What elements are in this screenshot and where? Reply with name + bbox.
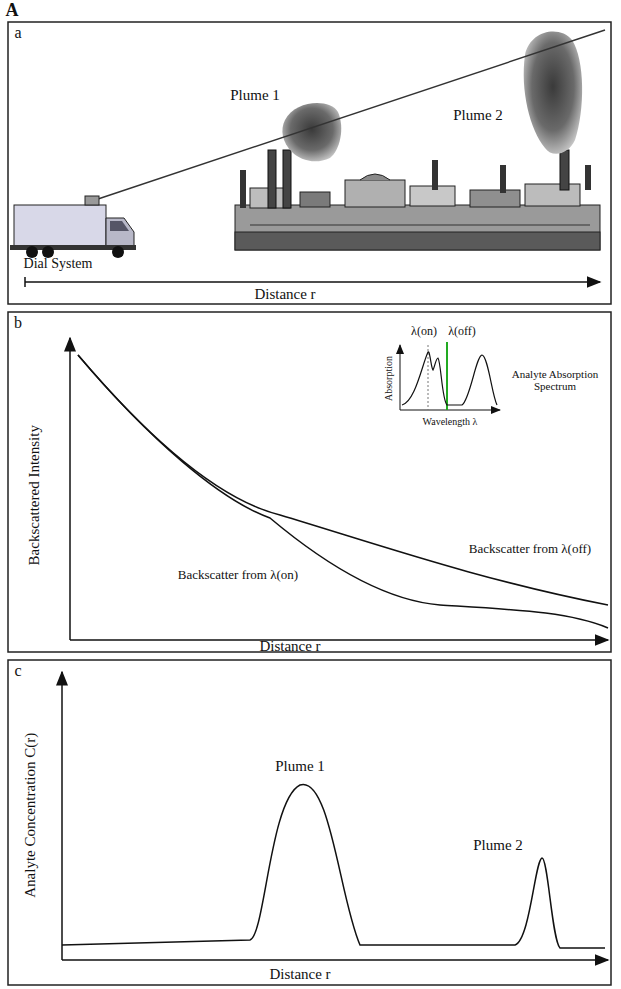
x-axis [70,639,608,641]
on-curve [78,355,608,628]
plume-label: Plume 1 [230,87,280,104]
concentration-curve [62,784,605,948]
laser-beam [95,30,605,200]
x-axis [62,959,608,961]
vehicle-label: Dial System [24,256,93,271]
plume-2 [524,32,582,154]
y-axis [69,338,71,640]
wavelength-label: λ(on) [411,325,437,338]
panel-letter: b [14,314,22,332]
panel-letter: a [14,24,21,42]
wavelength-label: λ(off) [448,325,476,338]
plume-label: Plume 2 [453,107,503,124]
distance-axis [25,281,600,283]
panel-frame [8,312,611,652]
plume-label: Plume 1 [275,758,325,775]
absorption-spectrum [402,352,497,405]
panel-frame [8,660,611,985]
inset-axis [400,410,500,411]
panel-letter: c [14,662,21,680]
inset-title: Analyte Absorption Spectrum [505,368,605,392]
on-wavelength [428,345,429,410]
curve-label: Backscatter from λ(off) [469,542,591,556]
figure-letter: A [6,1,19,21]
panel-frame [8,22,611,304]
curve-label: Backscatter from λ(on) [178,568,298,582]
off-curve [78,355,608,605]
axis-label: Analyte Concentration C(r) [22,733,39,898]
dial-truck [10,196,136,258]
axis-label: Backscattered Intensity [26,425,43,565]
y-axis [61,672,63,960]
axis-label: Distance r [259,638,320,655]
plume-label: Plume 2 [473,837,523,854]
factory [235,150,600,250]
axis-label: Wavelength λ [423,416,478,427]
axis-label: Distance r [254,286,315,303]
off-wavelength [446,342,448,410]
axis-label: Absorption [383,356,394,401]
axis-label: Distance r [269,966,330,983]
inset-axis [400,345,401,410]
plume-1 [282,103,341,161]
